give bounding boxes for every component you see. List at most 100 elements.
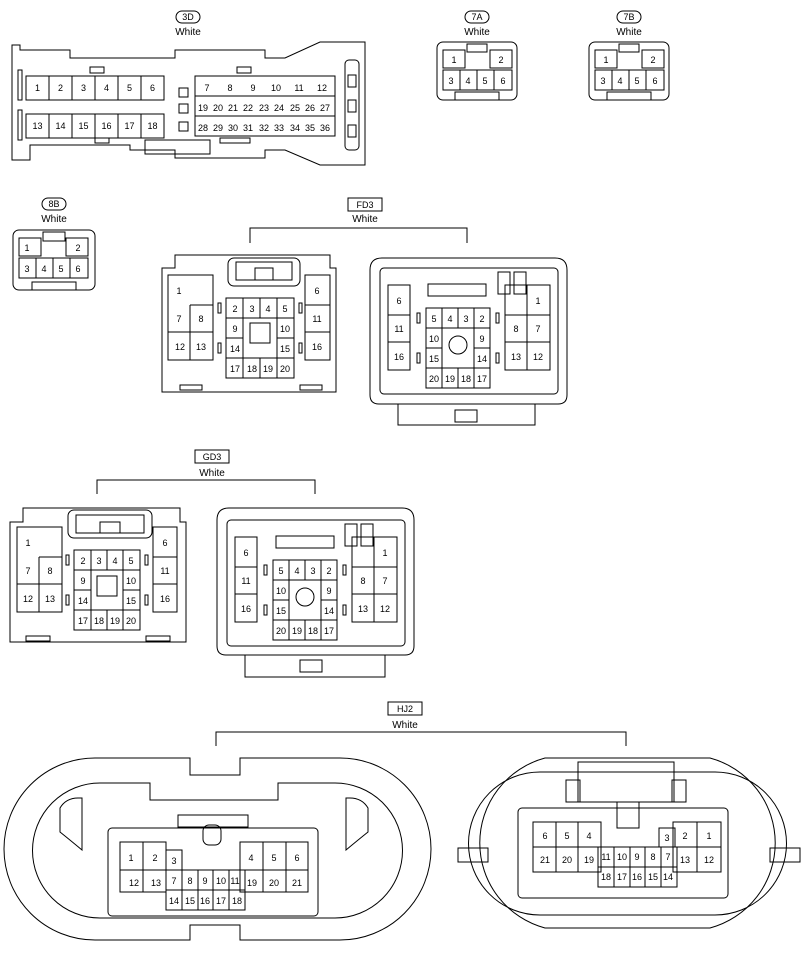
pin-label: 14 [663, 872, 673, 882]
pin-label: 1 [382, 548, 387, 558]
pin-label: 27 [320, 103, 330, 113]
pin-label: 6 [396, 296, 401, 306]
connector-fd3-bracket [249, 227, 468, 243]
pin-label: 9 [326, 586, 331, 596]
pin-label: 6 [75, 264, 80, 274]
connector-fd3-right-housing [369, 257, 568, 405]
pin-label: 9 [250, 83, 255, 93]
connector-3d: 3D White 1 2 3 4 5 6 13 1 [11, 10, 366, 166]
pin-label: 5 [482, 76, 487, 86]
pin-label: 31 [243, 123, 253, 133]
connector-8b-color: White [41, 214, 67, 225]
pin-label: 29 [213, 123, 223, 133]
connector-gd3-right-housing [216, 507, 415, 656]
pin-label: 19 [263, 364, 273, 374]
pin-label: 3 [600, 76, 605, 86]
pin-label: 15 [280, 344, 290, 354]
pin-label: 10 [276, 586, 286, 596]
connector-fd3-left-housing [161, 254, 337, 393]
pin-label: 17 [124, 121, 134, 131]
pin-label: 13 [45, 594, 55, 604]
pin-label: 14 [78, 596, 88, 606]
pin-label: 6 [162, 538, 167, 548]
pin-label: 19 [198, 103, 208, 113]
pin-label: 20 [429, 374, 439, 384]
connector-hj2-bracket [215, 731, 627, 746]
pin-label: 2 [650, 55, 655, 65]
pin-label: 6 [150, 83, 155, 93]
pin-label: 14 [230, 344, 240, 354]
pin-label: 4 [265, 304, 270, 314]
pin-label: 8 [360, 576, 365, 586]
pin-label: 2 [326, 566, 331, 576]
pin-label: 19 [110, 616, 120, 626]
pin-label: 12 [317, 83, 327, 93]
connector-hj2-left: 1 2 3 12 13 7 8 9 10 11 14 15 16 17 18 4… [3, 757, 432, 941]
pin-label: 10 [216, 876, 226, 886]
pin-label: 6 [314, 286, 319, 296]
pin-label: 13 [196, 342, 206, 352]
connector-3d-pins-left-top: 1 2 3 4 5 6 [25, 75, 165, 101]
pin-label: 13 [32, 121, 42, 131]
pin-label: 18 [94, 616, 104, 626]
connector-3d-pins-right: 7 8 9 10 11 12 19 20 21 22 23 24 25 26 2… [194, 75, 336, 137]
connector-hj2-id: HJ2 [397, 704, 413, 714]
connector-7b-id: 7B [623, 12, 634, 22]
pin-label: 16 [241, 604, 251, 614]
connector-gd3-id: GD3 [203, 452, 222, 462]
pin-label: 36 [320, 123, 330, 133]
connector-gd3-tag [194, 449, 230, 464]
pin-label: 8 [187, 876, 192, 886]
pin-label: 5 [564, 831, 569, 841]
pin-label: 17 [324, 626, 334, 636]
pin-label: 18 [601, 872, 611, 882]
connector-hj2-color: White [392, 720, 418, 731]
connector-7a-color: White [464, 27, 490, 38]
pin-label: 5 [431, 314, 436, 324]
pin-label: 6 [243, 548, 248, 558]
pin-label: 30 [228, 123, 238, 133]
pin-label: 2 [152, 853, 157, 863]
connector-hj2-right: 6 5 4 21 20 19 11 10 9 8 7 18 17 16 15 1… [457, 757, 801, 929]
pin-label: 1 [24, 243, 29, 253]
pin-label: 12 [380, 604, 390, 614]
pin-label: 15 [429, 354, 439, 364]
pin-label: 5 [634, 76, 639, 86]
pin-label: 3 [96, 556, 101, 566]
pin-label: 7 [665, 852, 670, 862]
connector-fd3-right: 6 11 16 1 8 7 13 12 5 4 3 2 10 9 15 14 2… [369, 257, 568, 426]
pin-label: 19 [292, 626, 302, 636]
pin-label: 6 [542, 831, 547, 841]
pin-label: 2 [479, 314, 484, 324]
pin-label: 2 [232, 304, 237, 314]
pin-label: 11 [241, 576, 250, 586]
pin-label: 4 [104, 83, 109, 93]
pin-label: 19 [247, 878, 257, 888]
pin-label: 17 [617, 872, 627, 882]
pin-label: 20 [280, 364, 290, 374]
pin-label: 1 [176, 286, 181, 296]
pin-label: 4 [248, 853, 253, 863]
pin-label: 1 [535, 296, 540, 306]
pin-label: 1 [128, 853, 133, 863]
pin-label: 5 [128, 556, 133, 566]
connector-fd3-color: White [352, 214, 378, 225]
pin-label: 26 [305, 103, 315, 113]
connector-fd3: FD3 White 1 7 8 12 13 [161, 197, 568, 426]
pin-label: 9 [232, 324, 237, 334]
pin-label: 6 [294, 853, 299, 863]
pin-label: 17 [78, 616, 88, 626]
pin-label: 1 [706, 831, 711, 841]
pin-label: 4 [465, 76, 470, 86]
pin-label: 5 [58, 264, 63, 274]
connector-3d-housing [11, 41, 366, 166]
connector-gd3-color: White [199, 468, 225, 479]
connector-8b-tag [41, 197, 67, 211]
pin-label: 2 [75, 243, 80, 253]
pin-label: 7 [25, 566, 30, 576]
pin-label: 18 [147, 121, 157, 131]
pin-label: 3 [310, 566, 315, 576]
pin-label: 15 [126, 596, 136, 606]
pin-label: 16 [312, 342, 322, 352]
